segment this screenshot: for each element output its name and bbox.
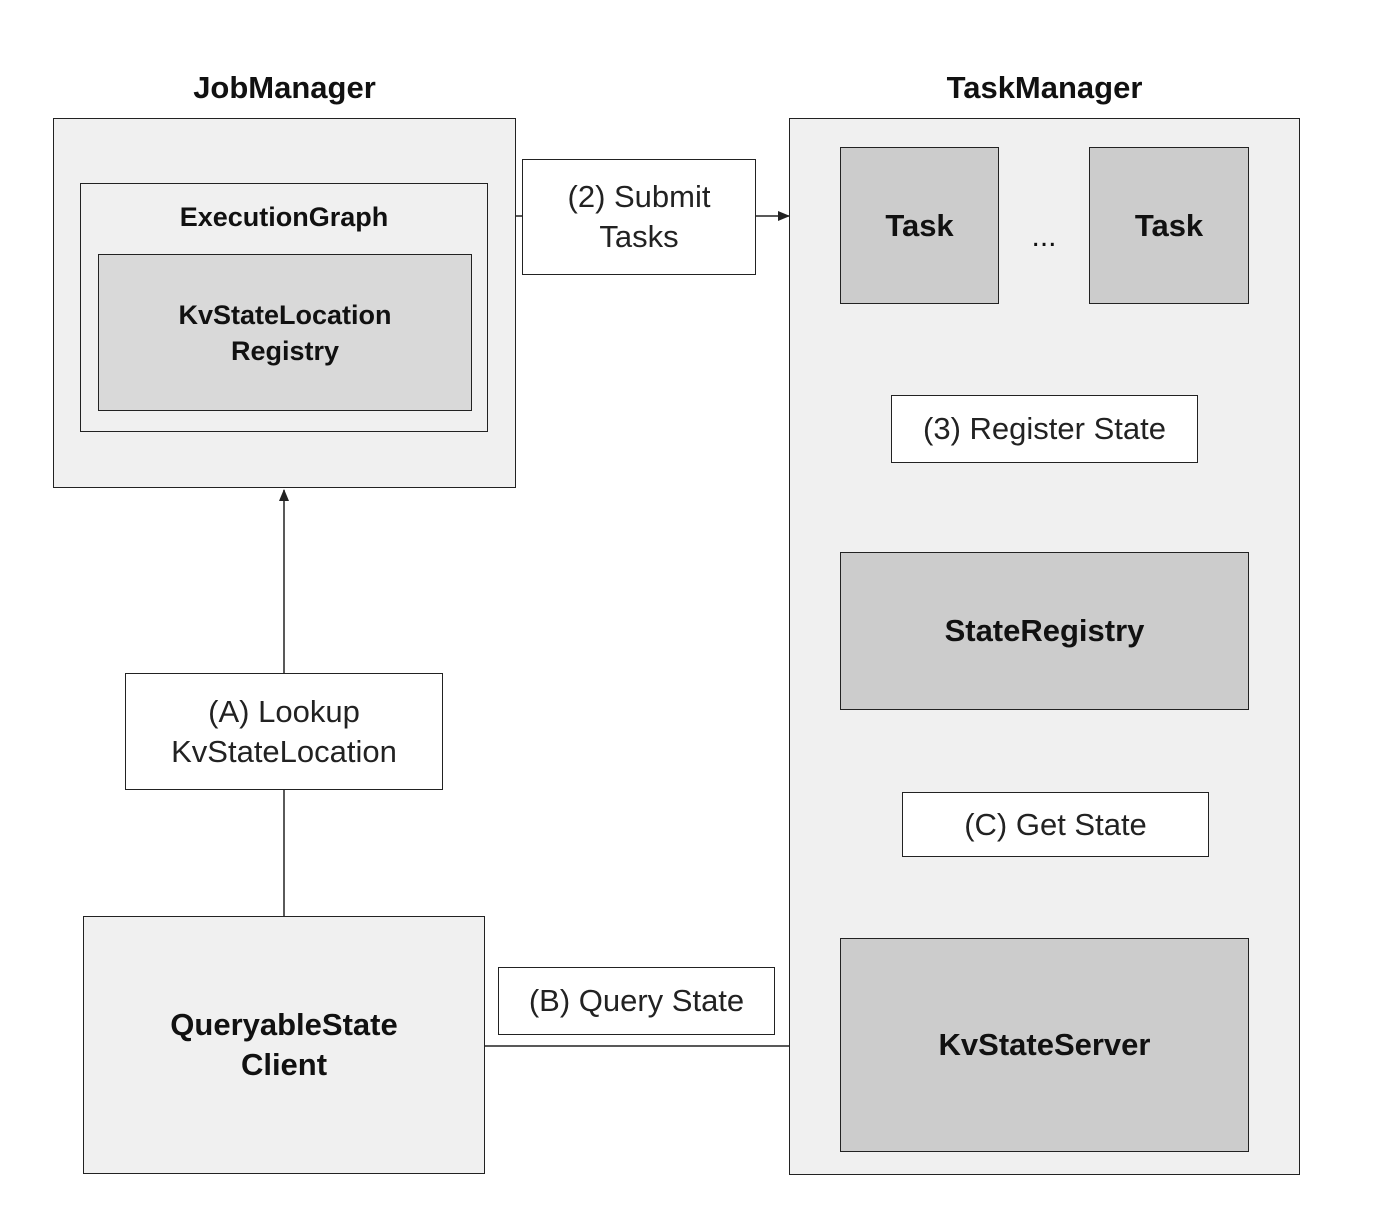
kv-state-server-box: KvStateServer [840,938,1249,1152]
get-state-label: (C) Get State [964,806,1147,842]
lookup-label-box: (A) Lookup KvStateLocation [125,673,443,790]
task-box-right: Task [1089,147,1249,304]
task-manager-title: TaskManager [946,70,1143,105]
query-state-label: (B) Query State [528,983,745,1018]
job-manager-title: JobManager [193,70,376,105]
task-label-right: Task [1134,207,1204,243]
task-label-left: Task [885,207,954,243]
kv-state-location-registry-label: KvStateLocation Registry [178,299,392,366]
queryable-state-client-box: QueryableState Client [83,916,485,1174]
register-state-label: (3) Register State [923,411,1166,446]
query-state-label-box: (B) Query State [498,967,775,1035]
submit-tasks-label-box: (2) Submit Tasks [522,159,756,275]
task-box-left: Task [840,147,999,304]
state-registry-label: StateRegistry [944,613,1145,648]
queryable-state-client-label: QueryableState Client [170,1007,398,1082]
lookup-label: (A) Lookup KvStateLocation [171,693,397,769]
kv-state-location-registry: KvStateLocation Registry [98,254,472,411]
kv-state-server-label: KvStateServer [938,1027,1151,1062]
register-state-label-box: (3) Register State [891,395,1198,463]
state-registry-box: StateRegistry [840,552,1249,710]
tasks-ellipsis: ... [1031,220,1057,253]
execution-graph-title: ExecutionGraph [179,202,389,232]
submit-tasks-label: (2) Submit Tasks [567,179,711,254]
get-state-label-box: (C) Get State [902,792,1209,857]
